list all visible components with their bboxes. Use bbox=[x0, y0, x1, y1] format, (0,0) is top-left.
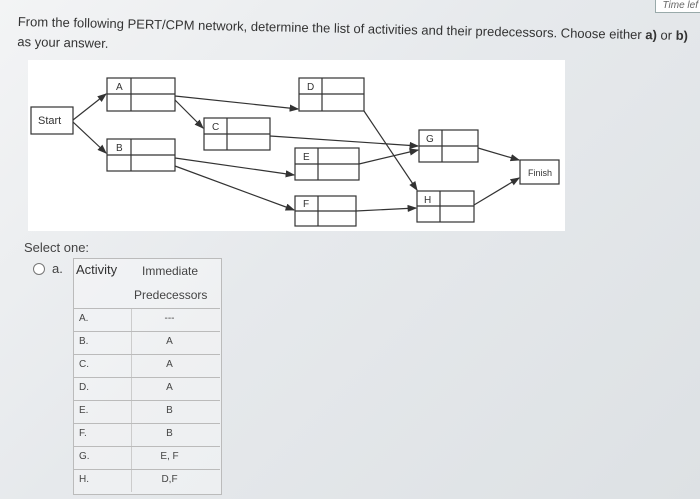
node-h-label: H bbox=[424, 195, 431, 206]
row-pred: E, F bbox=[160, 451, 179, 462]
arrow-h-finish bbox=[473, 177, 521, 206]
table-row: G. E, F bbox=[73, 446, 220, 470]
node-f-label: F bbox=[303, 199, 309, 210]
node-b-label: B bbox=[116, 143, 123, 154]
arrow-b-f bbox=[174, 165, 296, 211]
row-activity: A. bbox=[79, 313, 89, 324]
answer-table-a bbox=[73, 258, 222, 495]
start-node bbox=[30, 106, 74, 135]
table-row: D. A bbox=[73, 377, 220, 401]
arrow-a-c bbox=[174, 99, 204, 129]
node-e-label: E bbox=[303, 152, 310, 163]
col-activity-header: Activity bbox=[76, 262, 118, 277]
row-pred: A bbox=[166, 382, 173, 393]
row-pred: A bbox=[166, 359, 173, 370]
arrow-b-e bbox=[174, 157, 296, 178]
node-d-label: D bbox=[307, 82, 314, 93]
table-row: E. B bbox=[73, 400, 220, 424]
row-pred: A bbox=[166, 336, 173, 347]
finish-label: Finish bbox=[528, 168, 552, 178]
table-row: B. A bbox=[73, 331, 220, 355]
row-activity: E. bbox=[79, 405, 89, 416]
start-label: Start bbox=[38, 115, 61, 127]
row-activity: F. bbox=[79, 428, 87, 439]
arrow-f-h bbox=[355, 204, 418, 213]
arrow-c-g bbox=[269, 135, 420, 150]
table-row: F. B bbox=[73, 423, 220, 447]
arrow-start-b bbox=[72, 121, 107, 154]
node-g-label: G bbox=[426, 134, 434, 145]
option-a-radio[interactable] bbox=[33, 263, 45, 275]
row-activity: H. bbox=[79, 474, 89, 485]
table-row: H. D,F bbox=[73, 469, 220, 493]
col-pred-header-2: Predecessors bbox=[134, 288, 208, 302]
node-c-label: C bbox=[212, 122, 219, 133]
row-activity: G. bbox=[79, 451, 90, 462]
table-row: A. --- bbox=[73, 308, 220, 332]
row-activity: D. bbox=[79, 382, 89, 393]
arrow-e-g bbox=[358, 148, 420, 165]
table-row: C. A bbox=[73, 354, 220, 378]
row-pred: --- bbox=[164, 313, 175, 324]
time-left-indicator: Time lef bbox=[655, 0, 700, 13]
option-a-label[interactable]: a. bbox=[52, 261, 63, 276]
col-pred-header-1: Immediate bbox=[142, 264, 199, 278]
node-a-label: A bbox=[116, 82, 123, 93]
row-pred: D,F bbox=[161, 474, 178, 485]
row-activity: B. bbox=[79, 336, 89, 347]
select-one-label: Select one: bbox=[24, 240, 90, 255]
row-activity: C. bbox=[79, 359, 89, 370]
arrow-g-finish bbox=[477, 147, 521, 162]
finish-node bbox=[519, 159, 560, 185]
row-pred: B bbox=[166, 428, 173, 439]
row-pred: B bbox=[166, 405, 173, 416]
arrow-start-a bbox=[72, 93, 107, 121]
arrow-a-d bbox=[174, 95, 300, 112]
arrow-d-h bbox=[363, 110, 418, 191]
